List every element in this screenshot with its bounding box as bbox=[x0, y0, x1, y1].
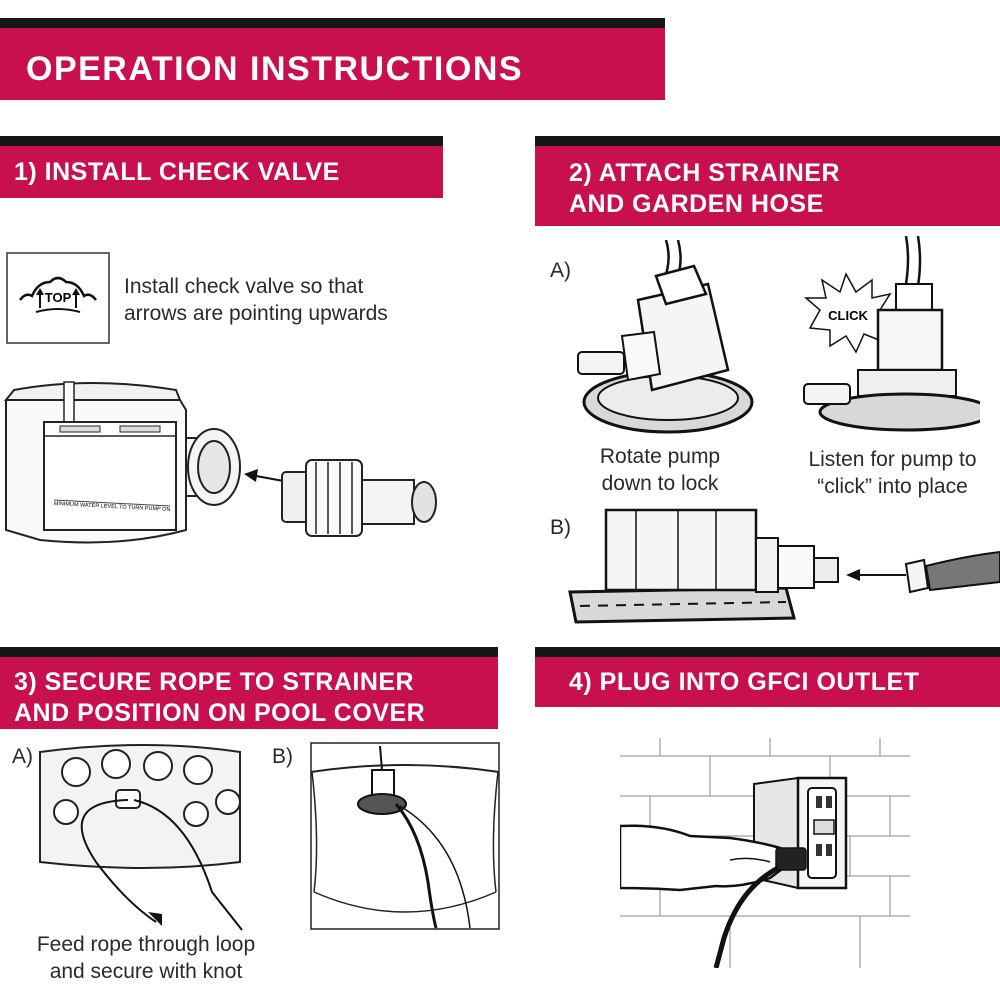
step3-caption: Feed rope through loop and secure with k… bbox=[36, 933, 256, 983]
gfci-outlet-illustration bbox=[620, 738, 910, 968]
page-title-banner: OPERATION INSTRUCTIONS bbox=[0, 18, 665, 100]
click-burst-text: CLICK bbox=[828, 308, 868, 323]
step4-title: 4) PLUG INTO GFCI OUTLET bbox=[569, 668, 920, 696]
step1-title: 1) INSTALL CHECK VALVE bbox=[14, 158, 340, 186]
pump-on-pool-cover-illustration bbox=[310, 742, 500, 930]
step1-banner: 1) INSTALL CHECK VALVE bbox=[0, 136, 443, 198]
step2-label-b: B) bbox=[550, 516, 571, 539]
top-arrow-icon: TOP bbox=[6, 252, 110, 344]
step2-banner: 2) ATTACH STRAINER AND GARDEN HOSE bbox=[535, 136, 1000, 226]
step3-title-line1: 3) SECURE ROPE TO STRAINER bbox=[14, 668, 415, 696]
step2-caption-rotate: Rotate pump down to lock bbox=[599, 445, 721, 495]
step1-instruction: Install check valve so that arrows are p… bbox=[124, 275, 388, 325]
pump-hose-illustration bbox=[566, 506, 1000, 636]
step2-title-line2: AND GARDEN HOSE bbox=[569, 190, 824, 218]
pump-check-valve-illustration: MINIMUM WATER LEVEL TO TURN PUMP ON bbox=[0, 380, 445, 580]
top-icon-text: TOP bbox=[45, 290, 72, 305]
step3-label-b: B) bbox=[272, 745, 293, 768]
step3-banner: 3) SECURE ROPE TO STRAINER AND POSITION … bbox=[0, 647, 498, 729]
rope-strainer-illustration bbox=[36, 742, 246, 932]
step4-banner: 4) PLUG INTO GFCI OUTLET bbox=[535, 647, 1000, 707]
step2-label-a: A) bbox=[550, 259, 571, 282]
pump-rotate-illustration bbox=[568, 240, 758, 440]
step2-caption-click: Listen for pump to “click” into place bbox=[808, 448, 977, 498]
page-title: OPERATION INSTRUCTIONS bbox=[26, 50, 524, 88]
step3-title-line2: AND POSITION ON POOL COVER bbox=[14, 699, 426, 727]
pump-click-illustration: CLICK bbox=[760, 236, 980, 436]
step2-title-line1: 2) ATTACH STRAINER bbox=[569, 159, 841, 187]
step3-label-a: A) bbox=[12, 745, 33, 768]
